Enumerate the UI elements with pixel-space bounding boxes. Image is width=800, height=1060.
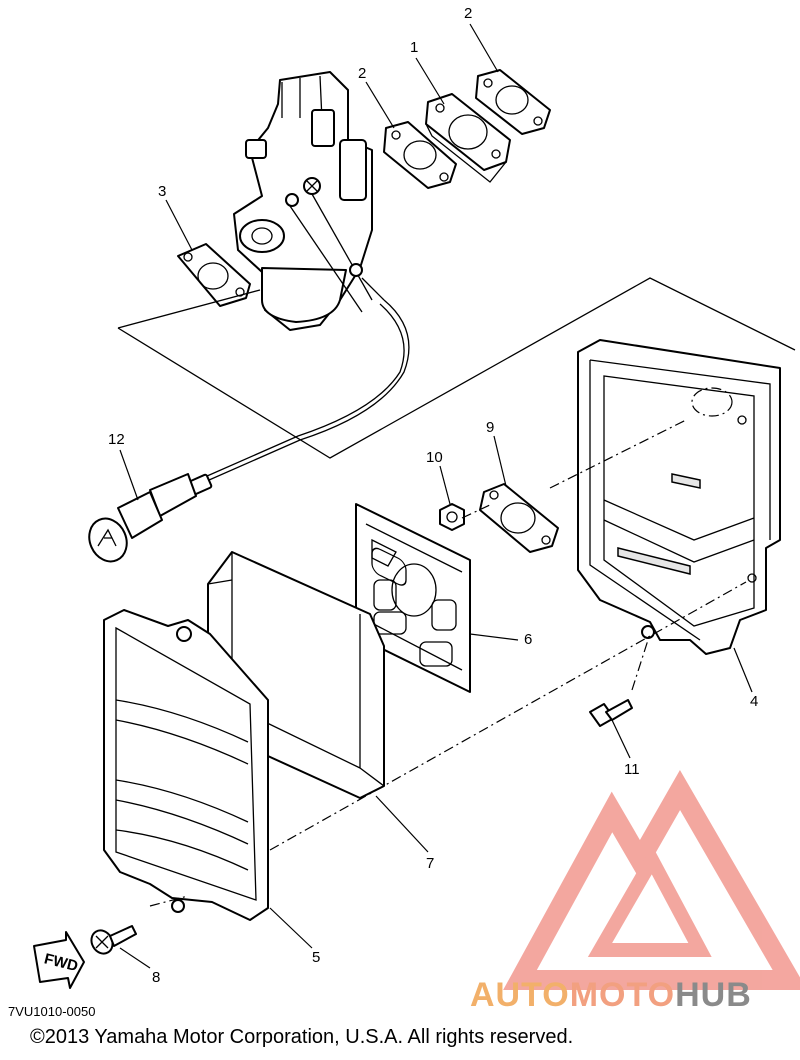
watermark-logo [503,769,800,990]
insulator-part-1 [425,93,511,183]
diagram-code: 7VU1010-0050 [8,1004,96,1019]
air-cleaner-cover-part-5 [103,609,269,921]
callout-2-right: 2 [464,5,472,22]
callout-labels: 1 2 2 3 4 5 6 7 8 9 10 11 12 [108,5,758,986]
callout-10: 10 [426,449,443,466]
callout-2-left: 2 [358,65,366,82]
callout-1: 1 [410,39,418,56]
choke-cable-part-12 [88,299,410,563]
callout-12: 12 [108,431,125,448]
watermark-hub: HUB [675,976,752,1014]
nut-part-10 [439,503,465,531]
watermark-moto: MOTO [569,976,676,1014]
callout-7: 7 [426,855,434,872]
reference-plane [117,277,796,459]
callout-5: 5 [312,949,320,966]
callout-4: 4 [750,693,758,710]
callout-8: 8 [152,969,160,986]
assembly-axes [149,419,747,907]
carburetor [233,71,385,331]
bolt-part-11 [589,699,633,727]
element-holder-part-6 [355,503,471,693]
gasket-part-2-right [475,69,551,135]
fwd-arrow: FWD [33,931,85,989]
gasket-part-3 [177,243,251,307]
copyright-notice: ©2013 Yamaha Motor Corporation, U.S.A. A… [30,1026,574,1048]
callout-3: 3 [158,183,166,200]
gasket-part-2-left [383,121,457,189]
callout-9: 9 [486,419,494,436]
watermark-auto: AUTO [470,976,570,1014]
watermark-brand: AUTOMOTOHUB [470,976,752,1015]
screw-part-8 [90,925,137,955]
leader-lines [119,23,753,969]
callout-6: 6 [524,631,532,648]
callout-11: 11 [624,761,640,778]
air-cleaner-case-part-4 [577,339,781,655]
gasket-part-9 [479,483,559,553]
